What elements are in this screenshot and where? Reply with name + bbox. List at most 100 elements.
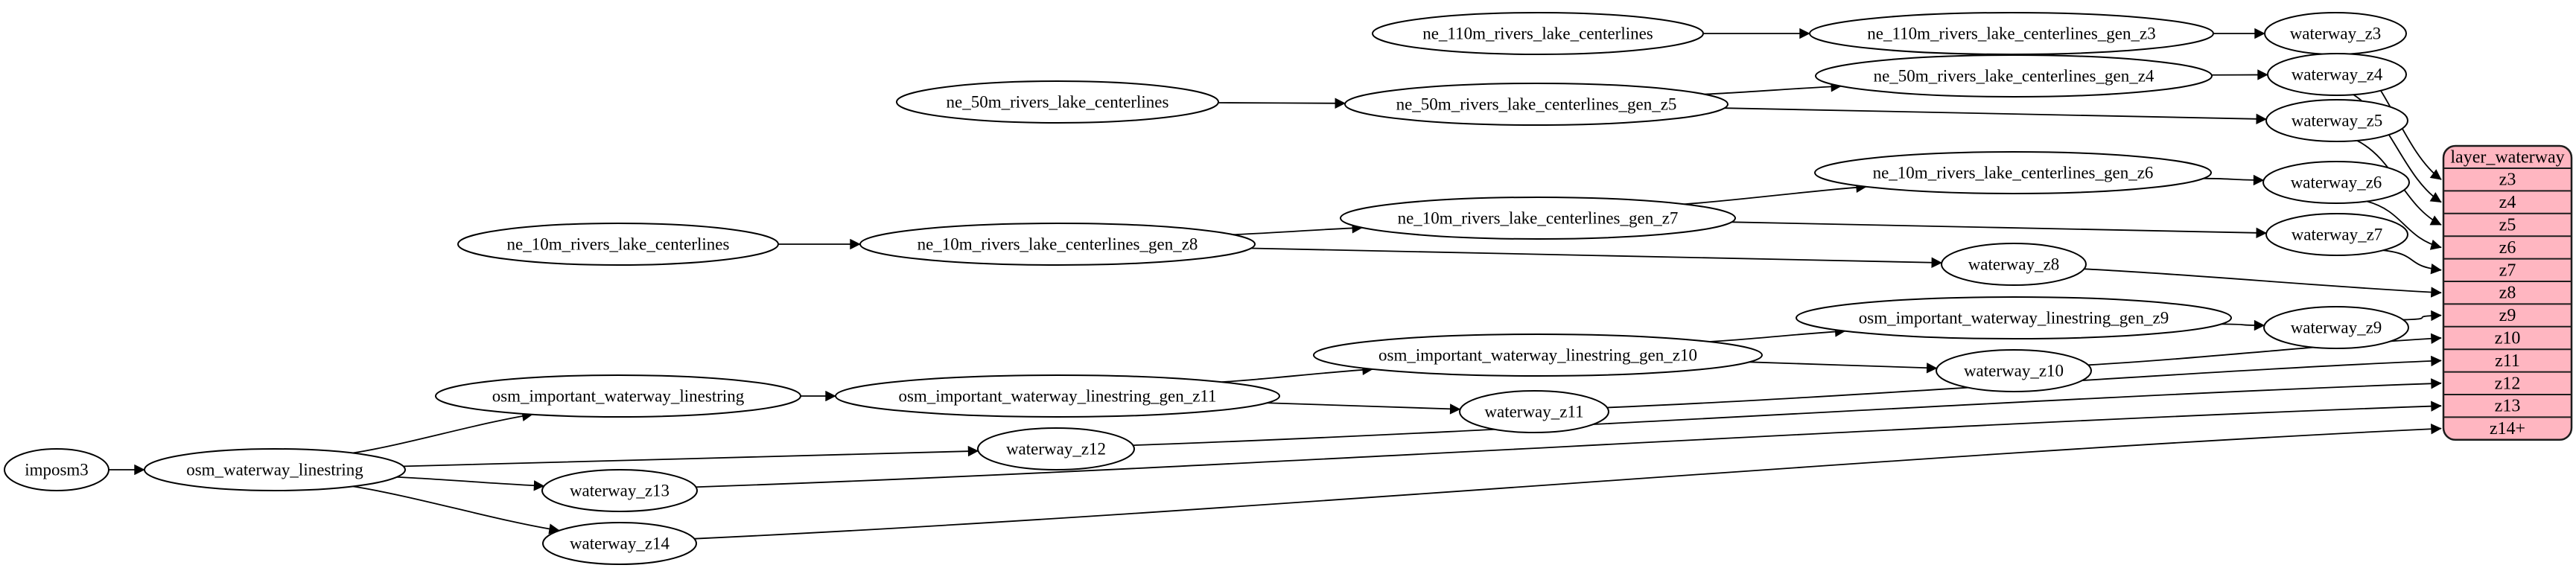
node-ellipse-waterway_z6 (2262, 161, 2410, 204)
node-ne_110m_rivers_lake_centerlines_gen_z3: ne_110m_rivers_lake_centerlines_gen_z3 (1809, 12, 2214, 55)
record-row-z11: z11 (2495, 351, 2520, 371)
record-row-z12: z12 (2495, 374, 2521, 393)
node-waterway_z14: waterway_z14 (542, 522, 697, 565)
node-label-waterway_z9: waterway_z9 (2291, 318, 2382, 336)
node-waterway_z13: waterway_z13 (541, 469, 698, 512)
node-ne_10m_rivers_lake_centerlines: ne_10m_rivers_lake_centerlines (457, 223, 779, 266)
record-row-z9: z9 (2499, 306, 2516, 325)
node-ellipse-ne_50m_rivers_lake_centerlines_gen_z5 (1344, 83, 1729, 126)
node-label-waterway_z6: waterway_z6 (2291, 173, 2382, 191)
edge-waterway_z8-to-layer_waterway-z8 (2084, 268, 2442, 298)
node-ellipse-ne_50m_rivers_lake_centerlines_gen_z4 (1815, 54, 2213, 98)
node-ellipse-waterway_z11 (1459, 390, 1609, 433)
edge-osm_waterway_linestring-to-waterway_z13 (396, 476, 545, 491)
record-row-z6: z6 (2499, 238, 2516, 258)
edge-ne_10m_rivers_lake_centerlines_gen_z8-to-ne_10m_rivers_lake_centerlines_gen_z7 (1233, 223, 1363, 236)
node-ellipse-waterway_z13 (541, 469, 698, 512)
node-label-waterway_z3: waterway_z3 (2290, 24, 2382, 42)
node-label-osm_important_waterway_linestring_gen_z10: osm_important_waterway_linestring_gen_z1… (1378, 345, 1697, 364)
node-label-waterway_z12: waterway_z12 (1006, 439, 1106, 458)
node-ellipse-waterway_z7 (2265, 213, 2408, 256)
node-label-waterway_z7: waterway_z7 (2292, 225, 2383, 243)
edge-ne_10m_rivers_lake_centerlines_gen_z6-to-waterway_z6 (2203, 174, 2265, 186)
edge-osm_waterway_linestring-to-waterway_z14 (352, 485, 560, 535)
node-ellipse-imposm3 (4, 448, 109, 491)
record-outline (2442, 144, 2573, 441)
edge-osm_waterway_linestring-to-waterway_z12 (403, 445, 979, 468)
node-label-ne_50m_rivers_lake_centerlines_gen_z5: ne_50m_rivers_lake_centerlines_gen_z5 (1396, 95, 1677, 113)
record-row-z8: z8 (2499, 284, 2516, 303)
node-waterway_z7: waterway_z7 (2265, 213, 2408, 256)
node-waterway_z9: waterway_z9 (2263, 306, 2409, 349)
edge-osm_important_waterway_linestring_gen_z11-to-waterway_z11 (1267, 402, 1461, 415)
node-ellipse-waterway_z8 (1941, 243, 2087, 286)
edge-osm_waterway_linestring-to-osm_important_waterway_linestring (352, 410, 533, 454)
node-ellipse-ne_110m_rivers_lake_centerlines (1372, 12, 1704, 55)
node-label-osm_important_waterway_linestring_gen_z9: osm_important_waterway_linestring_gen_z9 (1859, 308, 2169, 327)
edge-ne_10m_rivers_lake_centerlines_gen_z7-to-ne_10m_rivers_lake_centerlines_gen_z6 (1684, 182, 1867, 205)
node-label-ne_10m_rivers_lake_centerlines_gen_z6: ne_10m_rivers_lake_centerlines_gen_z6 (1873, 163, 2154, 182)
node-ne_50m_rivers_lake_centerlines_gen_z5: ne_50m_rivers_lake_centerlines_gen_z5 (1344, 83, 1729, 126)
edge-layer (108, 28, 2442, 540)
node-ellipse-osm_waterway_linestring (144, 448, 406, 491)
edge-waterway_z6-to-layer_waterway-z6 (2366, 200, 2442, 250)
node-waterway_z11: waterway_z11 (1459, 390, 1609, 433)
node-waterway_z3: waterway_z3 (2264, 12, 2407, 55)
node-ellipse-osm_important_waterway_linestring (435, 374, 801, 418)
record-row-z5: z5 (2499, 216, 2516, 235)
node-ellipse-waterway_z9 (2263, 306, 2409, 349)
node-ellipse-ne_10m_rivers_lake_centerlines_gen_z7 (1340, 197, 1736, 240)
edge-waterway_z12-to-layer_waterway-z12 (1133, 378, 2442, 446)
edge-osm_important_waterway_linestring_gen_z11-to-osm_important_waterway_linestring_gen_z10 (1221, 364, 1373, 383)
node-ne_50m_rivers_lake_centerlines: ne_50m_rivers_lake_centerlines (896, 80, 1219, 124)
record-row-z10: z10 (2495, 329, 2521, 348)
edge-ne_10m_rivers_lake_centerlines_gen_z8-to-waterway_z8 (1250, 247, 1942, 268)
node-waterway_z12: waterway_z12 (977, 427, 1135, 470)
node-label-waterway_z4: waterway_z4 (2292, 65, 2383, 83)
node-label-imposm3: imposm3 (25, 460, 89, 479)
record-layer-waterway: layer_waterwayz3z4z5z6z7z8z9z10z11z12z13… (2442, 144, 2573, 441)
node-waterway_z5: waterway_z5 (2265, 99, 2408, 142)
record-row-z7: z7 (2499, 261, 2516, 280)
node-label-osm_important_waterway_linestring: osm_important_waterway_linestring (492, 386, 745, 405)
node-ellipse-waterway_z4 (2267, 53, 2407, 96)
node-label-waterway_z8: waterway_z8 (1968, 255, 2060, 273)
node-label-osm_important_waterway_linestring_gen_z11: osm_important_waterway_linestring_gen_z1… (898, 386, 1216, 405)
edge-waterway_z13-to-layer_waterway-z13 (696, 401, 2442, 488)
node-label-waterway_z11: waterway_z11 (1484, 402, 1583, 421)
node-ellipse-ne_10m_rivers_lake_centerlines_gen_z6 (1814, 151, 2212, 194)
node-waterway_z4: waterway_z4 (2267, 53, 2407, 96)
node-osm_important_waterway_linestring: osm_important_waterway_linestring (435, 374, 801, 418)
node-ne_10m_rivers_lake_centerlines_gen_z7: ne_10m_rivers_lake_centerlines_gen_z7 (1340, 197, 1736, 240)
node-ellipse-waterway_z10 (1936, 349, 2092, 392)
node-label-waterway_z10: waterway_z10 (1964, 361, 2064, 380)
node-ne_110m_rivers_lake_centerlines: ne_110m_rivers_lake_centerlines (1372, 12, 1704, 55)
edge-ne_50m_rivers_lake_centerlines_gen_z5-to-ne_50m_rivers_lake_centerlines_gen_z4 (1704, 81, 1842, 95)
node-ellipse-osm_important_waterway_linestring_gen_z11 (835, 374, 1280, 418)
node-osm_important_waterway_linestring_gen_z11: osm_important_waterway_linestring_gen_z1… (835, 374, 1280, 418)
edge-osm_important_waterway_linestring_gen_z10-to-osm_important_waterway_linestring_gen_z9 (1709, 326, 1846, 342)
record-row-z13: z13 (2495, 397, 2521, 416)
edge-waterway_z9-to-layer_waterway-z9 (2402, 310, 2442, 322)
node-osm_waterway_linestring: osm_waterway_linestring (144, 448, 406, 491)
node-ellipse-ne_10m_rivers_lake_centerlines (457, 223, 779, 266)
node-ellipse-osm_important_waterway_linestring_gen_z10 (1313, 334, 1763, 377)
node-label-waterway_z13: waterway_z13 (570, 481, 670, 500)
node-ellipse-osm_important_waterway_linestring_gen_z9 (1796, 296, 2232, 339)
node-ellipse-waterway_z5 (2265, 99, 2408, 142)
node-label-ne_10m_rivers_lake_centerlines: ne_10m_rivers_lake_centerlines (507, 234, 730, 253)
record-title: layer_waterway (2450, 148, 2564, 167)
node-waterway_z10: waterway_z10 (1936, 349, 2092, 392)
node-ne_10m_rivers_lake_centerlines_gen_z6: ne_10m_rivers_lake_centerlines_gen_z6 (1814, 151, 2212, 194)
edge-waterway_z14-to-layer_waterway-z14+ (694, 424, 2442, 540)
node-imposm3: imposm3 (4, 448, 109, 491)
edge-waterway_z7-to-layer_waterway-z7 (2382, 249, 2442, 275)
node-ne_50m_rivers_lake_centerlines_gen_z4: ne_50m_rivers_lake_centerlines_gen_z4 (1815, 54, 2213, 98)
edge-ne_50m_rivers_lake_centerlines_gen_z5-to-waterway_z5 (1724, 107, 2267, 125)
node-label-waterway_z5: waterway_z5 (2292, 111, 2383, 130)
edge-waterway_z10-to-layer_waterway-z10 (2087, 333, 2442, 366)
node-label-ne_50m_rivers_lake_centerlines_gen_z4: ne_50m_rivers_lake_centerlines_gen_z4 (1874, 66, 2154, 85)
node-ne_10m_rivers_lake_centerlines_gen_z8: ne_10m_rivers_lake_centerlines_gen_z8 (859, 223, 1256, 266)
